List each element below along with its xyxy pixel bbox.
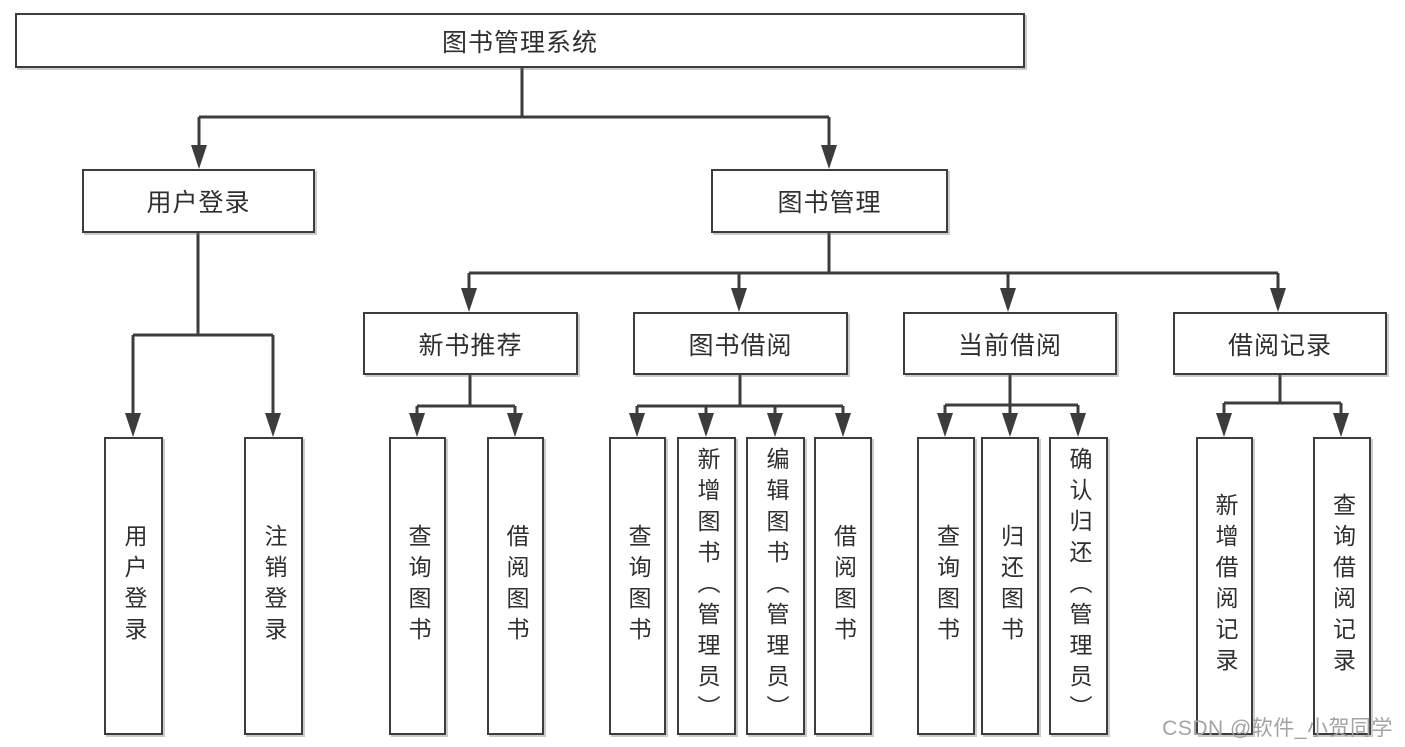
node-library-system: 图书管理系统: [15, 13, 1025, 68]
node-book-management: 图书管理: [711, 169, 948, 233]
node-new-book-recommend: 新书推荐: [363, 312, 578, 375]
leaf-logout-login: 注销登录: [244, 437, 303, 735]
leaf-user-login: 用户登录: [104, 437, 163, 735]
node-current-borrow: 当前借阅: [903, 312, 1117, 375]
watermark-text: CSDN @软件_小贺同学: [1162, 717, 1393, 740]
node-book-borrow: 图书借阅: [633, 312, 848, 375]
leaf-cb-return-book: 归还图书: [981, 437, 1039, 735]
leaf-bb-query-book: 查询图书: [609, 437, 666, 735]
leaf-bb-borrow-book: 借阅图书: [814, 437, 872, 735]
leaf-nbr-borrow-book: 借阅图书: [487, 437, 544, 735]
leaf-br-query-record: 查询借阅记录: [1313, 437, 1371, 735]
leaf-cb-query-book: 查询图书: [917, 437, 975, 735]
node-borrow-record: 借阅记录: [1173, 312, 1387, 375]
node-user-login: 用户登录: [82, 169, 315, 233]
leaf-cb-confirm-return-admin: 确认归还（管理员）: [1049, 437, 1108, 735]
leaf-bb-add-book-admin: 新增图书（管理员）: [677, 437, 736, 735]
leaf-br-add-record: 新增借阅记录: [1196, 437, 1253, 735]
leaf-nbr-query-book: 查询图书: [389, 437, 446, 735]
leaf-bb-edit-book-admin: 编辑图书（管理员）: [746, 437, 805, 735]
